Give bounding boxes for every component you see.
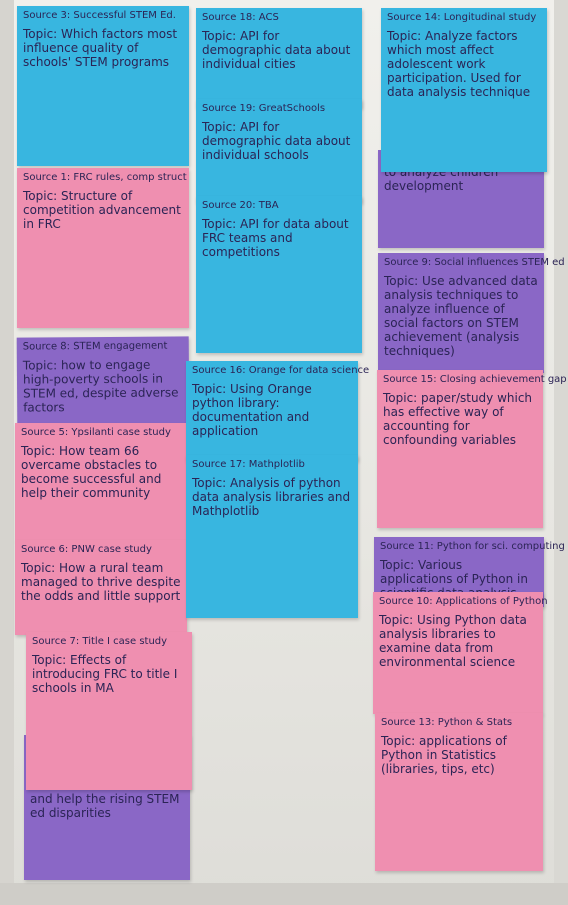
sticky-note-source-18: Source 18: ACS Topic: API for demographi…	[196, 8, 362, 108]
note-topic-text: Topic: paper/study which has effective w…	[383, 391, 533, 447]
note-source-label: Source 13: Python & Stats	[381, 717, 513, 728]
note-source-label: Source 14: Longitudinal study	[387, 12, 537, 23]
sticky-note-source-3: Source 3: Successful STEM Ed. Topic: Whi…	[17, 6, 189, 166]
note-source-label: Source 20: TBA	[202, 200, 279, 211]
sticky-note-source-20: Source 20: TBA Topic: API for data about…	[196, 196, 362, 353]
note-source-label: Source 18: ACS	[202, 12, 279, 23]
note-topic-text: Topic: API for demographic data about in…	[202, 29, 351, 71]
note-topic-text: Topic: Analysis of python data analysis …	[192, 476, 351, 518]
board-frame-left	[0, 0, 14, 905]
sticky-note-source-5: Source 5: Ypsilanti case study Topic: Ho…	[15, 423, 187, 541]
sticky-note-source-8: Source 8: STEM engagement Topic: how to …	[16, 336, 190, 428]
note-topic-text: Topic: Analyze factors which most affect…	[387, 29, 531, 99]
note-source-label: Source 1: FRC rules, comp struct	[23, 172, 187, 183]
note-source-label: Source 15: Closing achievement gap	[383, 374, 567, 385]
note-source-label: Source 16: Orange for data science	[192, 365, 370, 376]
note-source-label: Source 17: Mathplotlib	[192, 459, 305, 470]
sticky-note-source-7: Source 7: Title I case study Topic: Effe…	[26, 632, 192, 790]
sticky-note-source-13: Source 13: Python & Stats Topic: applica…	[375, 713, 543, 871]
note-topic-text: Topic: how to engage high-poverty school…	[22, 357, 179, 415]
note-source-label: Source 7: Title I case study	[32, 636, 168, 647]
note-topic-text: Topic: How team 66 overcame obstacles to…	[21, 444, 162, 500]
note-topic-text: Topic: API for data about FRC teams and …	[202, 217, 349, 259]
sticky-note-source-9: Source 9: Social influences STEM ed Topi…	[378, 253, 565, 373]
note-source-label: Source 6: PNW case study	[21, 544, 152, 555]
note-source-label: Source 11: Python for sci. computing	[380, 541, 565, 552]
sticky-note-source-6: Source 6: PNW case study Topic: How a ru…	[15, 540, 187, 635]
note-topic-text: Topic: Use advanced data analysis techni…	[384, 274, 538, 358]
sticky-note-source-19: Source 19: GreatSchools Topic: API for d…	[196, 99, 362, 203]
note-topic-text: Topic: API for demographic data about in…	[202, 120, 351, 162]
note-source-label: Source 9: Social influences STEM ed	[384, 257, 565, 268]
note-source-label: Source 8: STEM engagement	[22, 340, 168, 353]
note-topic-text: Topic: How a rural team managed to thriv…	[21, 561, 181, 603]
note-topic-text: Topic: Using Orange python library: docu…	[192, 382, 312, 438]
note-topic-text: Topic: applications of Python in Statist…	[381, 734, 507, 776]
note-source-label: Source 3: Successful STEM Ed.	[23, 10, 176, 21]
sticky-note-source-16: Source 16: Orange for data science Topic…	[186, 361, 370, 461]
note-source-label: Source 19: GreatSchools	[202, 103, 326, 114]
note-source-label: Source 5: Ypsilanti case study	[21, 427, 171, 438]
note-source-label: Source 10: Applications of Python	[379, 596, 548, 607]
note-topic-text: Topic: Effects of introducing FRC to tit…	[32, 653, 178, 695]
note-topic-text: Topic: Structure of competition advancem…	[23, 189, 181, 231]
sticky-note-source-17: Source 17: Mathplotlib Topic: Analysis o…	[186, 455, 358, 618]
board-frame-right	[554, 0, 568, 905]
sticky-note-source-15: Source 15: Closing achievement gap Topic…	[377, 370, 567, 528]
sticky-note-source-10: Source 10: Applications of Python Topic:…	[373, 592, 548, 714]
board-frame-bottom	[0, 883, 568, 905]
sticky-note-source-1: Source 1: FRC rules, comp struct Topic: …	[17, 168, 189, 328]
note-topic-text: Topic: Using Python data analysis librar…	[379, 613, 527, 669]
note-topic-text: Topic: Which factors most influence qual…	[23, 27, 178, 69]
sticky-note-source-14: Source 14: Longitudinal study Topic: Ana…	[381, 8, 547, 172]
note-fragment-text: and help the rising STEM ed disparities	[30, 792, 180, 820]
